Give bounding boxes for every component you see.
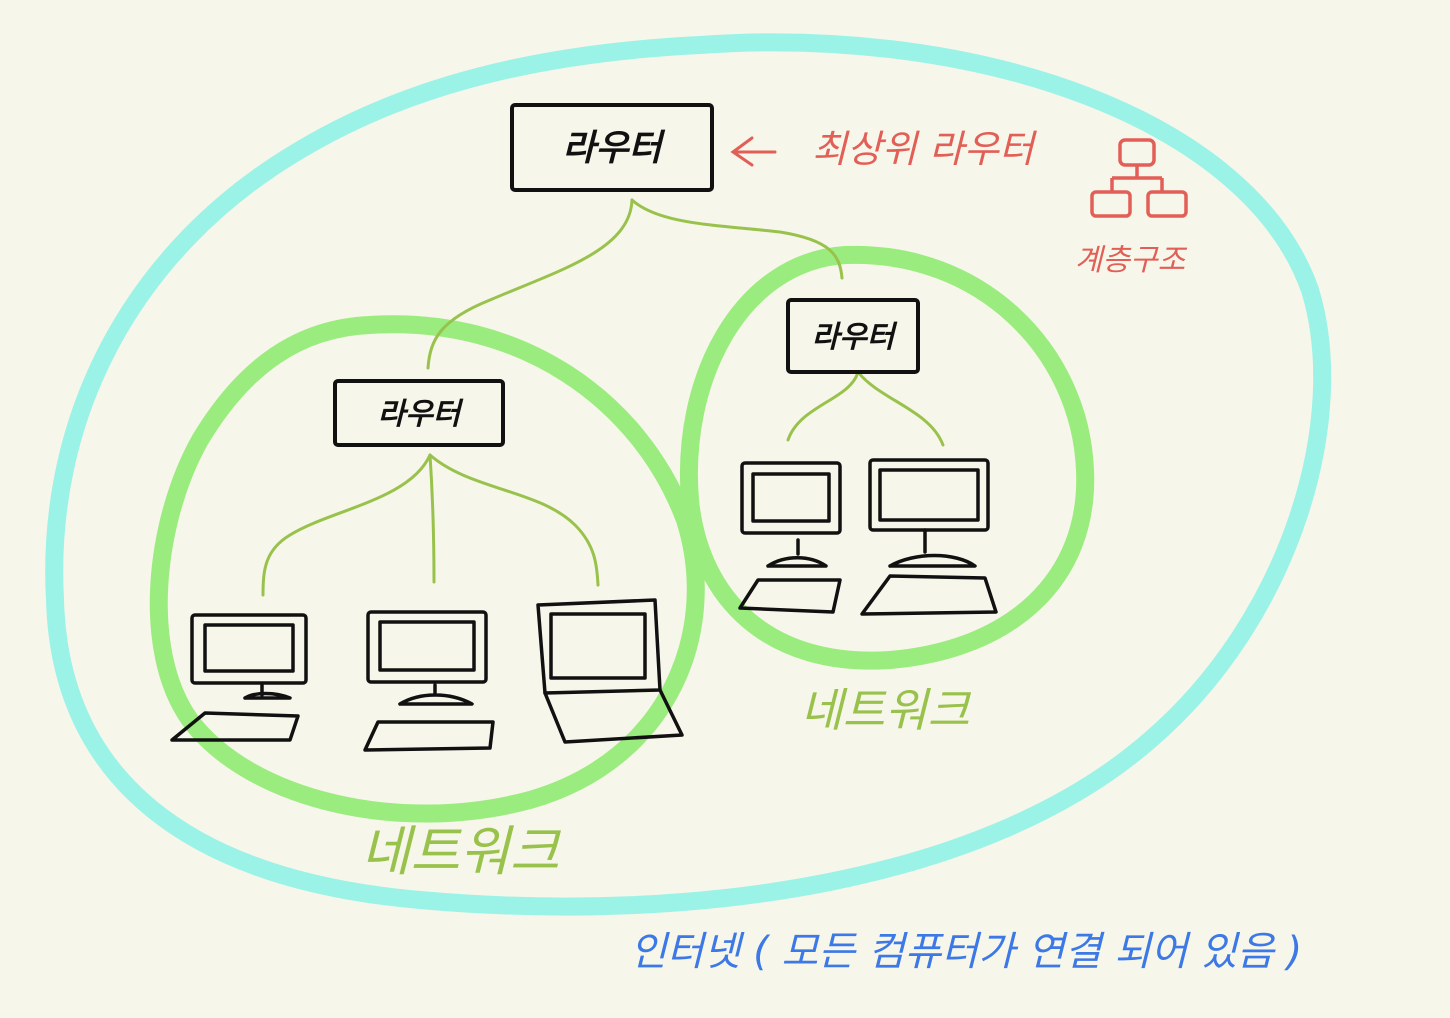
top-router-label: 라우터: [562, 128, 665, 169]
left-arrow-icon: [730, 136, 777, 167]
left-network-ring: [149, 315, 705, 823]
right-network-ring: [679, 245, 1095, 670]
laptop-icon: [536, 598, 684, 744]
desktop-computer-icon: [170, 613, 308, 742]
right-router-label: 라우터: [812, 320, 898, 355]
right-router: 라우터: [786, 298, 920, 374]
internet-ring: [45, 33, 1332, 916]
links-left: [261, 453, 600, 597]
top-router: 라우터: [510, 103, 714, 192]
top-router-note: 최상위 라우터: [812, 127, 1038, 171]
left-router: 라우터: [333, 379, 505, 447]
links-top: [426, 198, 844, 370]
hierarchy-caption: 계층구조: [1075, 243, 1188, 278]
hierarchy-icon: [1090, 138, 1188, 218]
desktop-computer-icon: [860, 458, 998, 616]
desktop-computer-icon: [363, 610, 495, 752]
links-right: [786, 370, 945, 447]
internet-caption: 인터넷 ( 모든 컴퓨터가 연결 되어 있음 ): [630, 929, 1302, 975]
right-network-label: 네트워크: [800, 683, 971, 737]
left-network-label: 네트워크: [361, 820, 562, 883]
desktop-computer-icon: [738, 461, 842, 614]
left-router-label: 라우터: [378, 397, 464, 432]
